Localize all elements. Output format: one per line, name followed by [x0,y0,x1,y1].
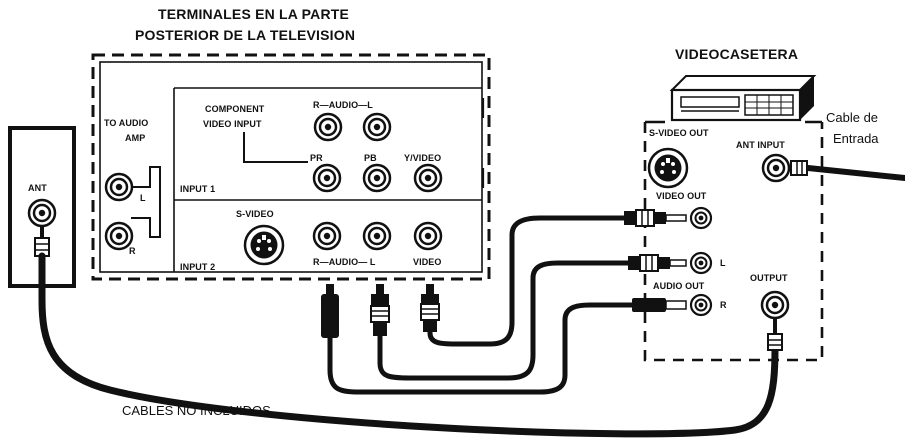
vcr-title: VIDEOCASETERA [675,46,799,62]
tv-title-line1: TERMINALES EN LA PARTE [158,6,350,22]
rca-plug-icon [624,209,687,227]
input1-label: INPUT 1 [180,184,216,194]
pb-label: PB [364,153,377,163]
input2-audio-label: R—AUDIO— L [313,257,376,267]
to-audio-amp-label-2: AMP [125,133,146,143]
to-audio-amp-label: TO AUDIO [104,118,149,128]
input1-audio-label: R—AUDIO—L [313,100,373,110]
ant-label: ANT [28,183,47,193]
component-label-2: VIDEO INPUT [203,119,262,129]
vcr-icon [669,75,817,122]
cable-ant-to-vcr-output [38,252,779,438]
vcr-output-label: OUTPUT [750,273,788,283]
ant-jack-icon [27,198,57,228]
cable-entrada-label: Cable de [826,110,879,125]
tv-pb-jack-icon [362,163,392,193]
tv-input2-audio-l-jack-icon [362,221,392,251]
plugs [321,160,808,351]
tv-input2-audio-r-jack-icon [312,221,342,251]
yvideo-label: Y/VIDEO [404,153,442,163]
rca-plug-icon [370,284,390,336]
vcr-audio-r-jack-icon [689,293,713,317]
coax-plug-icon [767,318,783,351]
cable-audio [377,260,635,381]
cable-entrada [805,165,905,181]
cable-svideo [327,302,643,395]
cables-note: CABLES NO INCLUIDOS [122,403,271,418]
input2-label: INPUT 2 [180,262,216,272]
tv-jacks [104,112,443,266]
vcr-audio-out-label: AUDIO OUT [653,281,705,291]
vcr-panel [643,120,824,362]
rca-plug-icon [632,298,687,312]
tv-pr-jack-icon [312,163,342,193]
vcr-svideo-out-label: S-VIDEO OUT [649,128,709,138]
component-label: COMPONENT [205,104,265,114]
tv-audio-amp-l-jack-icon [104,172,134,202]
amp-l-label: L [140,193,146,203]
rca-plug-icon [420,284,440,332]
tv-input1-audio-r-jack-icon [313,112,343,142]
vcr-video-out-jack-icon [689,206,713,230]
tv-panel [91,53,491,281]
vcr-audio-r-label: R [720,300,727,310]
vcr-audio-l-jack-icon [689,251,713,275]
svideo-label: S-VIDEO [236,209,274,219]
vcr-output-jack-icon [760,290,790,320]
cable-entrada-label-2: Entrada [833,131,879,146]
tv-yvideo-jack-icon [413,163,443,193]
coax-plug-icon [790,160,808,176]
tv-input1-audio-l-jack-icon [362,112,392,142]
cable-video [427,215,631,347]
video-label: VIDEO [413,257,442,267]
tv-input2-video-jack-icon [413,221,443,251]
vcr-svideo-out-jack-icon [647,147,689,189]
svideo-plug-icon [321,284,339,338]
cables [38,165,905,438]
pr-label: PR [310,153,323,163]
vcr-video-out-label: VIDEO OUT [656,191,707,201]
tv-title-line2: POSTERIOR DE LA TELEVISION [135,27,356,43]
amp-r-label: R [129,246,136,256]
vcr-ant-input-jack-icon [761,153,791,183]
vcr-audio-l-label: L [720,258,726,268]
rca-plug-icon [628,254,687,272]
tv-svideo-jack-icon [243,224,285,266]
vcr-ant-input-label: ANT INPUT [736,140,785,150]
